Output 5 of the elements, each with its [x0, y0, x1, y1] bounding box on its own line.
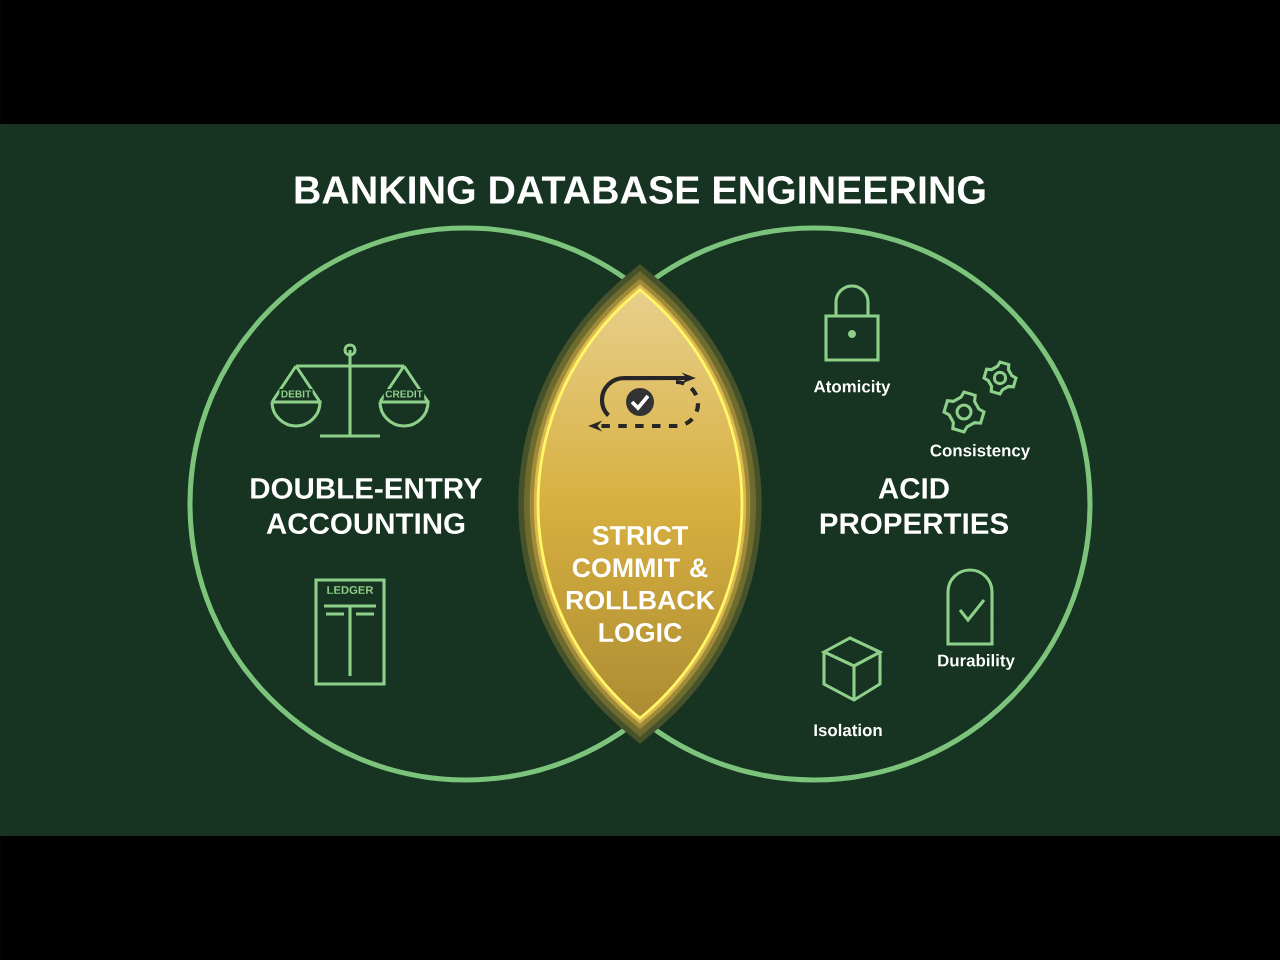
property-label: Atomicity — [814, 380, 891, 396]
title: BANKING DATABASE ENGINEERING — [295, 176, 985, 204]
property-label: Isolation — [814, 723, 882, 737]
property-label: Consistency — [930, 444, 1031, 460]
property-label: Durability — [938, 654, 1015, 670]
